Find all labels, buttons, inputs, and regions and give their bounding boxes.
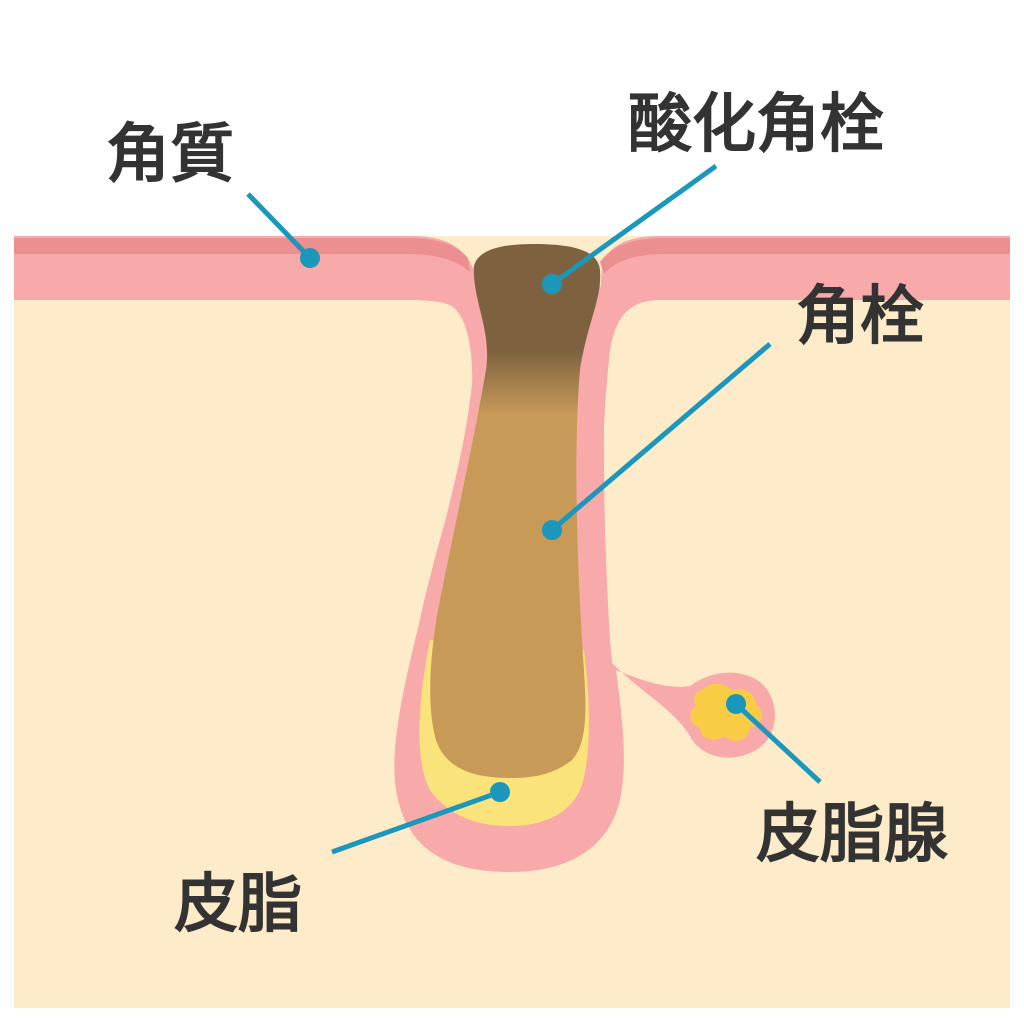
leader-dot-hishisen bbox=[726, 694, 746, 714]
label-kakushitsu: 角質 bbox=[106, 118, 234, 192]
leader-line-kakushitsu bbox=[246, 192, 312, 260]
label-sanka-kakusen: 酸化角栓 bbox=[628, 88, 884, 162]
leader-line-hishisen bbox=[734, 702, 822, 784]
label-hishisen: 皮脂腺 bbox=[756, 798, 949, 872]
leader-line-kakusen bbox=[550, 342, 772, 532]
stratum-corneum bbox=[14, 238, 470, 272]
keratin-plug bbox=[430, 244, 601, 778]
leader-line-sanka-kakusen bbox=[550, 163, 718, 287]
leader-dot-hishi bbox=[490, 782, 510, 802]
stratum-corneum-right bbox=[600, 238, 1010, 274]
leader-dot-sanka-kakusen bbox=[542, 274, 562, 294]
leader-dot-kakusen bbox=[542, 520, 562, 540]
leader-dot-kakushitsu bbox=[300, 248, 320, 268]
leader-line-hishi bbox=[331, 789, 501, 855]
label-hishi: 皮脂 bbox=[174, 868, 302, 942]
label-kakusen: 角栓 bbox=[796, 280, 924, 354]
